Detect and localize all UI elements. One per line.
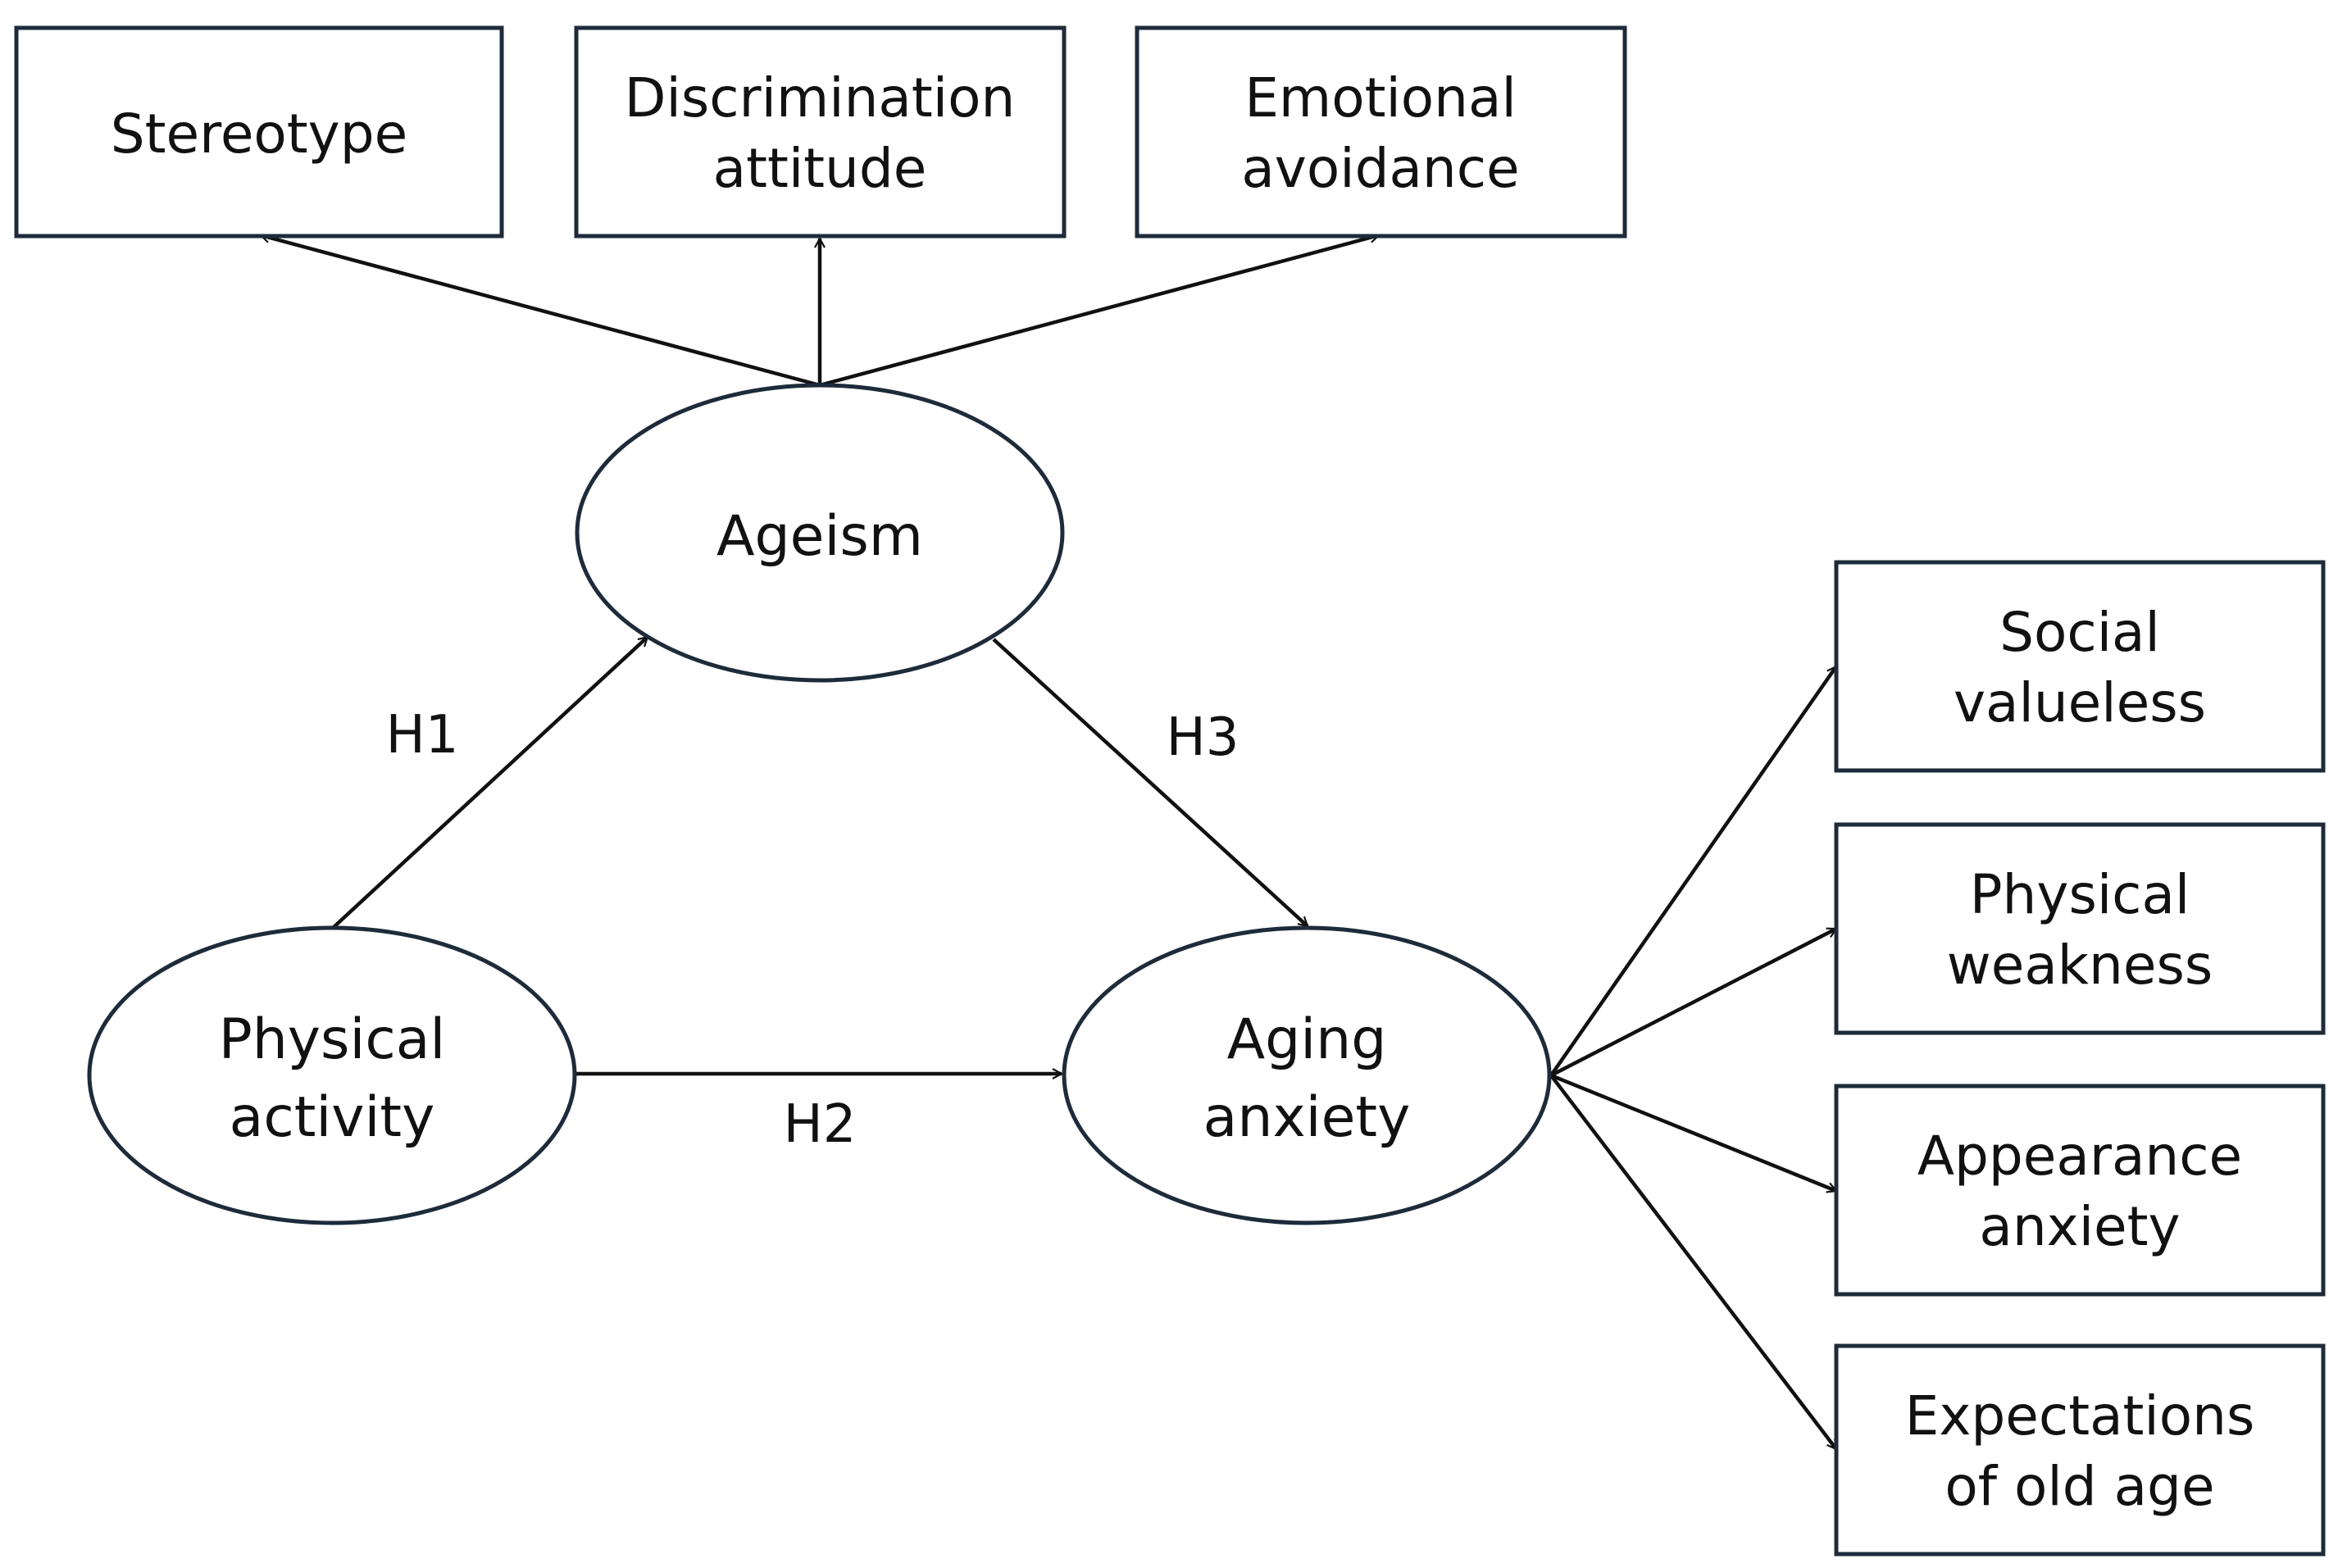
social-valueless-label-line2: valueless <box>1954 671 2206 734</box>
appearance-anxiety-label-line1: Appearance <box>1917 1125 2242 1188</box>
hypothesis-h2-label: H2 <box>784 1094 857 1155</box>
aging-anxiety-label-line1: Aging <box>1227 1007 1387 1072</box>
node-physical-weakness: Physical weakness <box>1834 822 2326 1035</box>
discrimination-attitude-label-line1: Discrimination <box>625 66 1016 130</box>
edge-ageism-to-stereotype <box>261 235 821 388</box>
node-stereotype: Stereotype <box>14 25 504 239</box>
edge-aging-anxiety-to-physical-weakness <box>1549 926 1836 1078</box>
aging-anxiety-label-line2: anxiety <box>1203 1085 1411 1150</box>
edge-ageism-to-emotional-avoidance <box>819 235 1379 388</box>
expectations-old-age-label-line2: of old age <box>1945 1455 2214 1518</box>
expectations-old-age-label-line1: Expectations <box>1905 1384 2255 1448</box>
hypothesis-h3-label: H3 <box>1167 707 1240 768</box>
hypothesis-h1-label: H1 <box>386 705 459 766</box>
edge-aging-anxiety-to-expectations-old-age <box>1549 1074 1838 1449</box>
node-physical-activity: Physical activity <box>87 925 577 1225</box>
physical-weakness-label-line1: Physical <box>1970 863 2190 926</box>
node-expectations-old-age: Expectations of old age <box>1834 1343 2326 1557</box>
appearance-anxiety-label-line2: anxiety <box>1979 1195 2180 1258</box>
edges <box>261 235 1836 1449</box>
emotional-avoidance-label-line1: Emotional <box>1244 66 1517 130</box>
node-aging-anxiety: Aging anxiety <box>1062 925 1552 1225</box>
node-discrimination-attitude: Discrimination attitude <box>574 25 1067 239</box>
physical-activity-label-line1: Physical <box>219 1007 446 1072</box>
edge-physical-activity-to-ageism <box>330 635 648 930</box>
edge-aging-anxiety-to-social-valueless <box>1549 666 1838 1077</box>
physical-weakness-label-line2: weakness <box>1947 934 2213 997</box>
node-ageism: Ageism <box>575 383 1065 683</box>
node-social-valueless: Social valueless <box>1834 560 2326 773</box>
stereotype-label: Stereotype <box>111 102 407 166</box>
physical-activity-label-line2: activity <box>230 1085 435 1150</box>
discrimination-attitude-label-line2: attitude <box>713 137 927 200</box>
node-emotional-avoidance: Emotional avoidance <box>1135 25 1627 239</box>
social-valueless-label-line1: Social <box>1999 601 2160 664</box>
ageism-label: Ageism <box>716 504 923 569</box>
edge-ageism-to-aging-anxiety <box>992 638 1308 928</box>
edge-aging-anxiety-to-appearance-anxiety <box>1550 1073 1836 1191</box>
emotional-avoidance-label-line2: avoidance <box>1241 137 1519 200</box>
node-appearance-anxiety: Appearance anxiety <box>1834 1084 2326 1297</box>
